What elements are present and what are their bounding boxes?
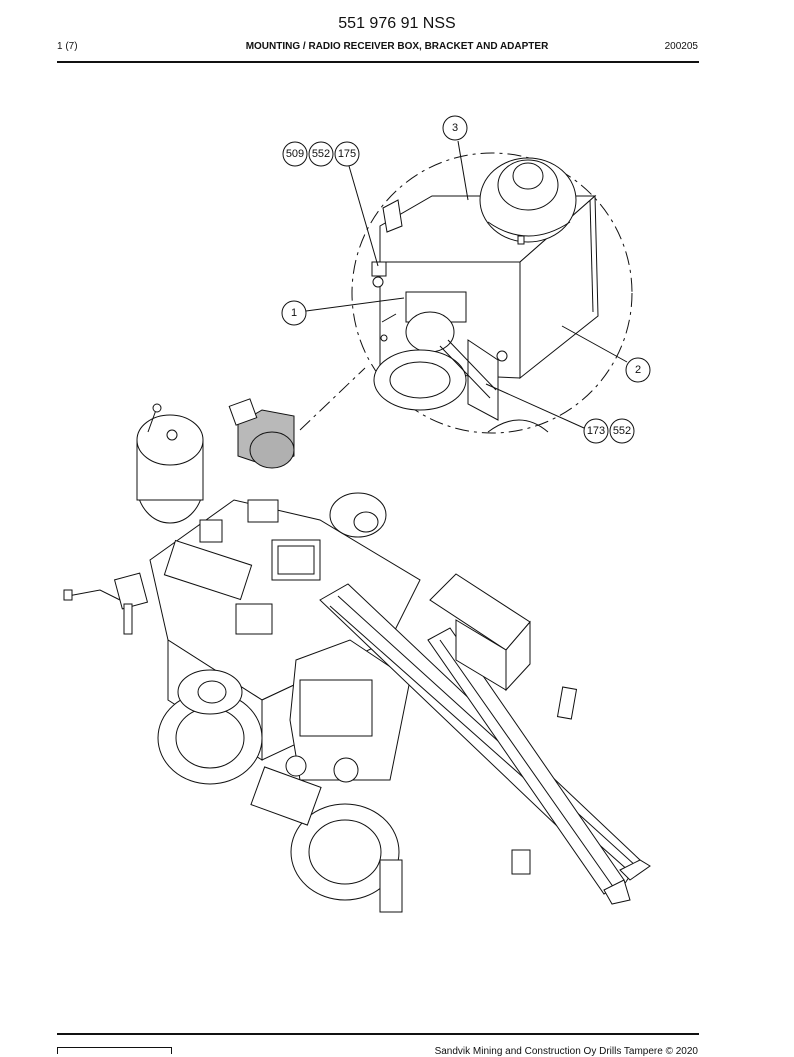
document-title: MOUNTING / RADIO RECEIVER BOX, BRACKET A… <box>245 41 549 52</box>
callout-1-label: 1 <box>291 307 297 319</box>
callout-2-label: 2 <box>635 364 641 376</box>
callout-552-a-label: 552 <box>312 148 330 160</box>
callout-552-b: 552 <box>609 418 635 444</box>
callout-175: 175 <box>334 141 360 167</box>
callout-509: 509 <box>282 141 308 167</box>
callout-1: 1 <box>281 300 307 326</box>
sandvik-logo <box>57 1047 172 1054</box>
receiver-box-detail <box>371 157 599 433</box>
document-number: 551 976 91 NSS <box>338 15 456 32</box>
callout-3-label: 3 <box>452 122 458 134</box>
callout-552-b-label: 552 <box>613 425 631 437</box>
header-rule <box>57 61 699 63</box>
callout-552-a: 552 <box>308 141 334 167</box>
detail-circle <box>351 152 633 434</box>
leader-lines <box>305 140 628 429</box>
callout-3: 3 <box>442 115 468 141</box>
callout-175-label: 175 <box>338 148 356 160</box>
footer-copyright: Sandvik Mining and Construction Oy Drill… <box>434 1046 698 1057</box>
detail-leader <box>299 367 366 431</box>
callout-173-label: 173 <box>587 425 605 437</box>
page-number: 1 (7) <box>57 41 78 52</box>
callout-2: 2 <box>625 357 651 383</box>
footer-rule <box>57 1033 699 1035</box>
document-date: 200205 <box>664 41 698 52</box>
callout-173: 173 <box>583 418 609 444</box>
callout-509-label: 509 <box>286 148 304 160</box>
drill-rig-illustration <box>63 398 651 913</box>
